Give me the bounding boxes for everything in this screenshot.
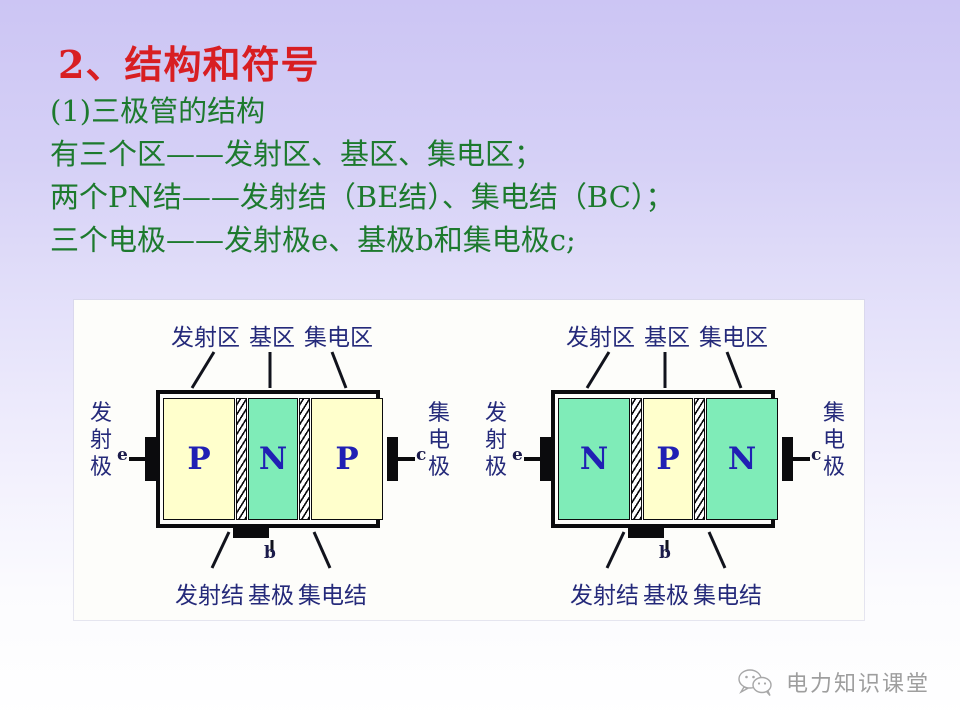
- label-collector-electrode: 集 电 极: [821, 400, 847, 481]
- region-base: P: [643, 398, 693, 520]
- label-emitter-electrode: 发 射 极: [483, 400, 509, 481]
- collector-lead: [793, 457, 810, 461]
- junction-be: [236, 398, 247, 520]
- transistor-diagram-npn: 发射区 基区 集电区 发 射 极 集 电 极: [469, 300, 864, 620]
- collector-electrode-char-3: 极: [427, 455, 450, 480]
- label-collector-junction: 集电结: [298, 583, 367, 609]
- body-line-3: 两个PN结——发射结（BE结）、集电结（BC）；: [50, 180, 675, 214]
- collector-electrode-char-3: 极: [822, 455, 845, 480]
- region-collector: P: [311, 398, 383, 520]
- label-emitter-junction: 发射结: [175, 583, 244, 609]
- base-terminal: [628, 526, 664, 538]
- label-emitter-junction: 发射结: [570, 583, 639, 609]
- junction-be: [631, 398, 642, 520]
- pin-label-b: b: [659, 543, 671, 563]
- body-text-block: (1)三极管的结构 有三个区——发射区、基区、集电区； 两个PN结——发射结（B…: [50, 90, 674, 262]
- junction-labels-bottom: 发射结 基极 集电结: [501, 576, 831, 610]
- label-collector-region: 集电区: [699, 325, 768, 351]
- label-base-region: 基区: [644, 325, 690, 351]
- base-terminal: [233, 526, 269, 538]
- wechat-icon: [738, 669, 772, 696]
- body-line-2: 有三个区——发射区、基区、集电区；: [50, 137, 544, 171]
- region-base: N: [248, 398, 298, 520]
- collector-electrode-char-2: 电: [822, 428, 845, 453]
- figure-panel: 发射区 基区 集电区 发 射 极 集 电 极: [74, 300, 864, 620]
- emitter-electrode-char-3: 极: [484, 455, 507, 480]
- collector-terminal: [387, 437, 398, 481]
- label-collector-junction: 集电结: [693, 583, 762, 609]
- label-emitter-electrode: 发 射 极: [88, 400, 114, 481]
- label-collector-electrode: 集 电 极: [426, 400, 452, 481]
- collector-electrode-char-1: 集: [427, 401, 450, 426]
- collector-terminal: [782, 437, 793, 481]
- label-base-electrode: 基极: [643, 583, 689, 609]
- emitter-terminal: [540, 437, 551, 481]
- transistor-body-npn: N P N: [551, 390, 778, 528]
- watermark-text: 电力知识课堂: [785, 672, 930, 697]
- emitter-lead: [524, 457, 541, 461]
- region-labels-top: 发射区 基区 集电区: [507, 318, 827, 352]
- transistor-diagram-pnp: 发射区 基区 集电区 发 射 极 集 电 极: [74, 300, 469, 620]
- region-labels-top: 发射区 基区 集电区: [112, 318, 432, 352]
- region-emitter: P: [163, 398, 235, 520]
- pin-label-e: e: [512, 445, 523, 465]
- pin-label-c: c: [811, 445, 822, 465]
- label-emitter-region: 发射区: [566, 325, 635, 351]
- collector-electrode-char-2: 电: [427, 428, 450, 453]
- emitter-lead: [129, 457, 146, 461]
- emitter-electrode-char-2: 射: [89, 428, 112, 453]
- pin-label-b: b: [264, 543, 276, 563]
- pin-label-e: e: [117, 445, 128, 465]
- emitter-electrode-char-2: 射: [484, 428, 507, 453]
- emitter-electrode-char-3: 极: [89, 455, 112, 480]
- emitter-electrode-char-1: 发: [89, 401, 112, 426]
- pin-label-c: c: [416, 445, 427, 465]
- region-collector: N: [706, 398, 778, 520]
- label-collector-region: 集电区: [304, 325, 373, 351]
- collector-lead: [398, 457, 415, 461]
- junction-bc: [299, 398, 310, 520]
- label-base-electrode: 基极: [248, 583, 294, 609]
- page-title: 2、结构和符号: [58, 42, 320, 87]
- body-line-4: 三个电极——发射极e、基极b和集电极c;: [50, 223, 576, 257]
- emitter-electrode-char-1: 发: [484, 401, 507, 426]
- label-emitter-region: 发射区: [171, 325, 240, 351]
- emitter-terminal: [145, 437, 156, 481]
- collector-electrode-char-1: 集: [822, 401, 845, 426]
- junction-labels-bottom: 发射结 基极 集电结: [106, 576, 436, 610]
- junction-bc: [694, 398, 705, 520]
- body-line-1: (1)三极管的结构: [50, 94, 266, 128]
- watermark: 电力知识课堂: [736, 666, 930, 698]
- label-base-region: 基区: [249, 325, 295, 351]
- transistor-body-pnp: P N P: [156, 390, 383, 528]
- region-emitter: N: [558, 398, 630, 520]
